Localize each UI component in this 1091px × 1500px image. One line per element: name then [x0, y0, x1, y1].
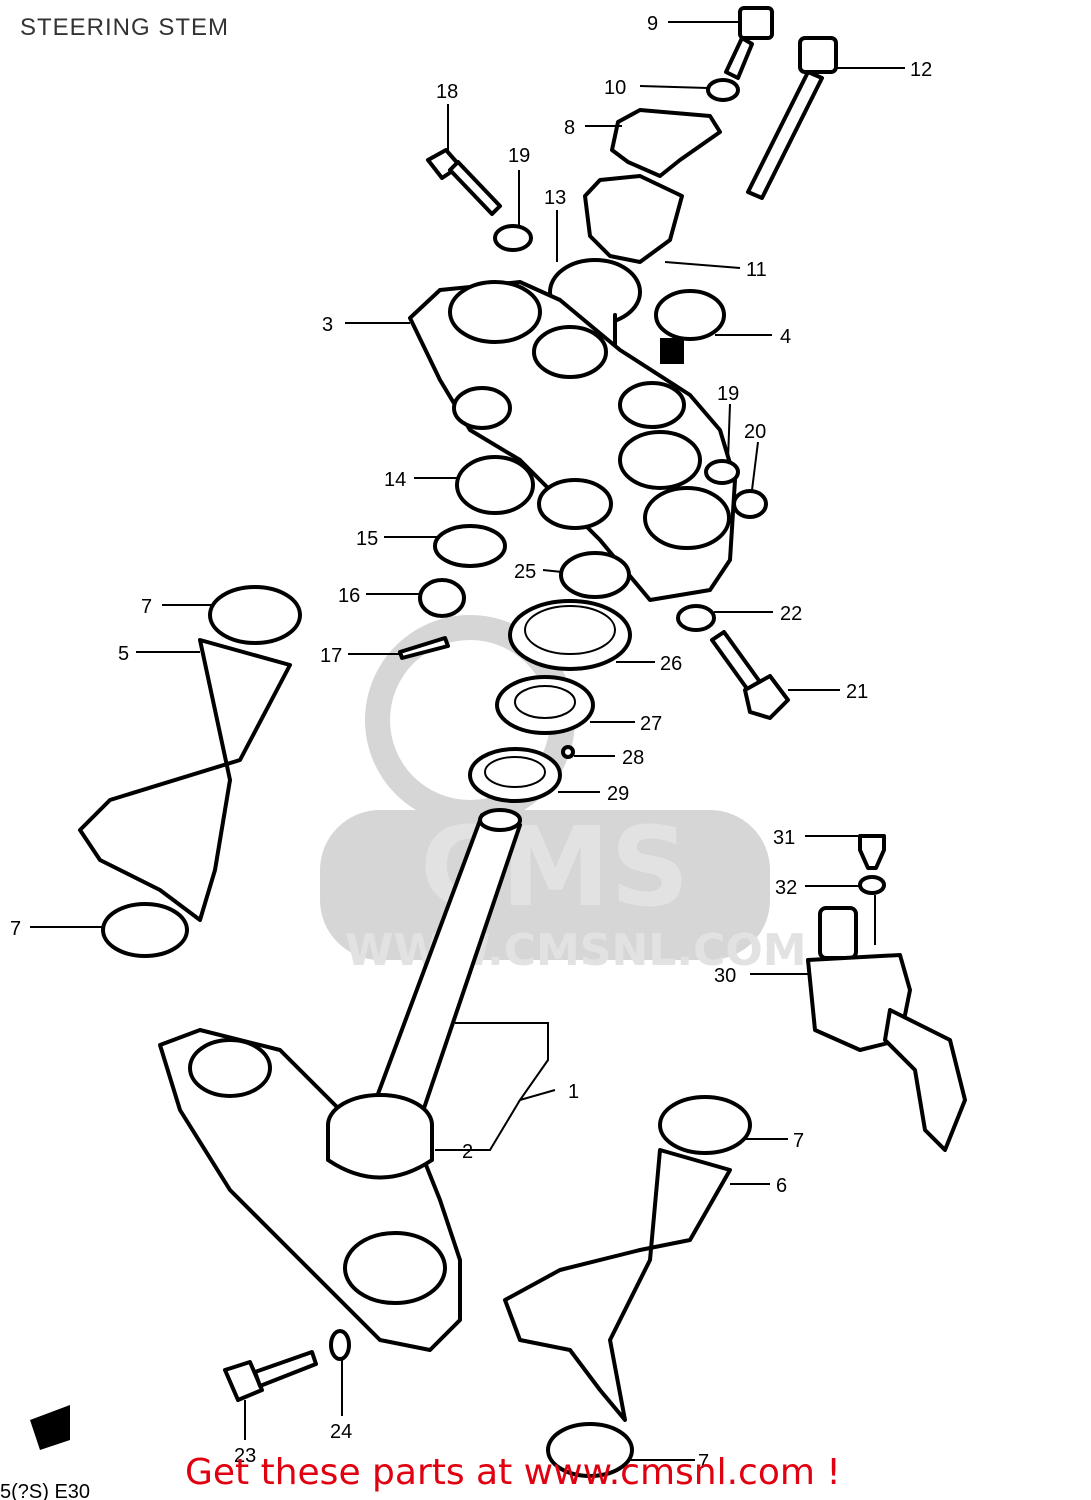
part-28-ball [561, 745, 575, 759]
callout-label: 18 [436, 81, 458, 103]
part-25-nut [559, 551, 631, 599]
part-29-race [468, 747, 562, 803]
part-22-washer [676, 604, 716, 632]
callout-label: 30 [714, 965, 736, 987]
callout-label: 19 [508, 145, 530, 167]
diagram-title: STEERING STEM [20, 14, 230, 41]
callout-label: 21 [846, 681, 868, 703]
callout-label: 32 [775, 877, 797, 899]
callout-labels: 9 10 12 8 18 19 13 11 3 4 19 20 14 15 25… [0, 13, 932, 1500]
callout-label: 7 [698, 1451, 709, 1473]
callout-label: 3 [322, 314, 333, 336]
part-4-bolt [654, 289, 726, 364]
part-5-left-holder [78, 585, 302, 958]
callout-label: 19 [717, 383, 739, 405]
parts-drawing [30, 6, 967, 1478]
part-23-bolt [223, 1350, 318, 1402]
callout-label: 4 [780, 326, 791, 348]
callout-label: 29 [607, 783, 629, 805]
part-31-screw [858, 834, 886, 870]
callout-label: 22 [780, 603, 802, 625]
callout-label: 27 [640, 713, 662, 735]
part-20-nut [732, 489, 768, 519]
part-2-lower-bearing [326, 1093, 434, 1180]
part-12-long-bolt [746, 36, 838, 200]
part-10-washer [706, 78, 740, 102]
callout-label: 9 [647, 13, 658, 35]
promo-banner-link[interactable]: Get these parts at www.cmsnl.com ! [185, 1452, 841, 1493]
callout-label: 23 [234, 1445, 256, 1467]
callout-label: 24 [330, 1421, 352, 1443]
part-11-lower-holder [583, 174, 684, 264]
part-19-washer-b [704, 459, 740, 485]
part-15-washer [433, 524, 507, 568]
callout-label: 10 [604, 77, 626, 99]
callout-label: 14 [384, 469, 406, 491]
part-19-washer-a [493, 224, 533, 252]
callout-label: 8 [564, 117, 575, 139]
part-14-damper [455, 455, 535, 515]
callout-label: 26 [660, 653, 682, 675]
callout-label: 5 [118, 643, 129, 665]
callout-label: 25 [514, 561, 536, 583]
callout-label: 20 [744, 421, 766, 443]
part-17-pin [398, 636, 450, 660]
callout-label: 28 [622, 747, 644, 769]
callout-label: 7 [141, 596, 152, 618]
part-8-upper-holder [610, 108, 722, 178]
callout-label: 15 [356, 528, 378, 550]
part-26-seal [508, 599, 632, 671]
part-18-bolt [426, 148, 502, 216]
callout-label: 31 [773, 827, 795, 849]
corner-code: 5(?S) E30 [0, 1481, 90, 1500]
callout-label: 2 [462, 1141, 473, 1163]
callout-label: 13 [544, 187, 566, 209]
callout-label: 12 [910, 59, 932, 81]
callout-label: 6 [776, 1175, 787, 1197]
front-arrow-icon [30, 1405, 70, 1450]
part-16-nut [418, 578, 466, 618]
watermark-url-text: WWW.CMSNL.COM [345, 925, 807, 976]
part-24-washer [329, 1329, 351, 1361]
callout-label: 1 [568, 1081, 579, 1103]
part-21-bolt [710, 630, 790, 720]
callout-label: 11 [746, 259, 767, 281]
part-6-right-holder [503, 1095, 752, 1478]
part-27-bearing [495, 675, 595, 735]
part-9-bolt [724, 6, 774, 80]
leader-lines [30, 21, 905, 1461]
callout-label: 7 [793, 1130, 804, 1152]
callout-label: 17 [320, 645, 342, 667]
part-32-washer [858, 875, 886, 895]
callout-label: 16 [338, 585, 360, 607]
part-30-ignition-switch [806, 906, 967, 1152]
callout-label: 7 [10, 918, 21, 940]
